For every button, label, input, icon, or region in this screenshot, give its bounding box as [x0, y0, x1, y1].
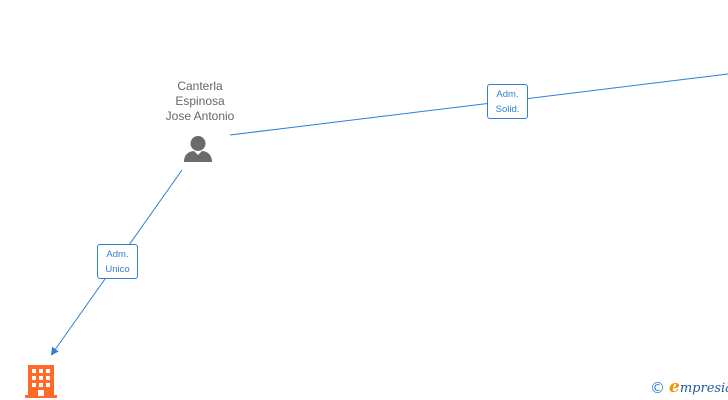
person-name[interactable]: Canterla Espinosa Jose Antonio [140, 79, 260, 124]
edge-label-line-1: Adm. [106, 249, 129, 260]
edge-label-adm-unico[interactable]: Adm. Unico [97, 244, 138, 279]
edge-solid-line [229, 73, 728, 136]
building-icon[interactable] [25, 364, 57, 400]
brand-name: empresia [669, 377, 728, 399]
person-name-line-3: Jose Antonio [165, 109, 235, 123]
copyright-icon: © [650, 379, 665, 397]
edge-label-line-1: Adm. [496, 89, 519, 100]
person-name-line-2: Espinosa [175, 94, 225, 108]
edge-label-line-2: Unico [105, 264, 130, 275]
brand-initial: e [669, 377, 680, 397]
brand-logo: © empresia [650, 377, 728, 399]
edge-label-line-2: Solid. [495, 104, 520, 115]
brand-rest: mpresia [679, 381, 728, 396]
person-name-line-1: Canterla [177, 79, 223, 93]
edge-label-adm-solid[interactable]: Adm. Solid. [487, 84, 528, 119]
person-icon[interactable] [182, 135, 214, 168]
